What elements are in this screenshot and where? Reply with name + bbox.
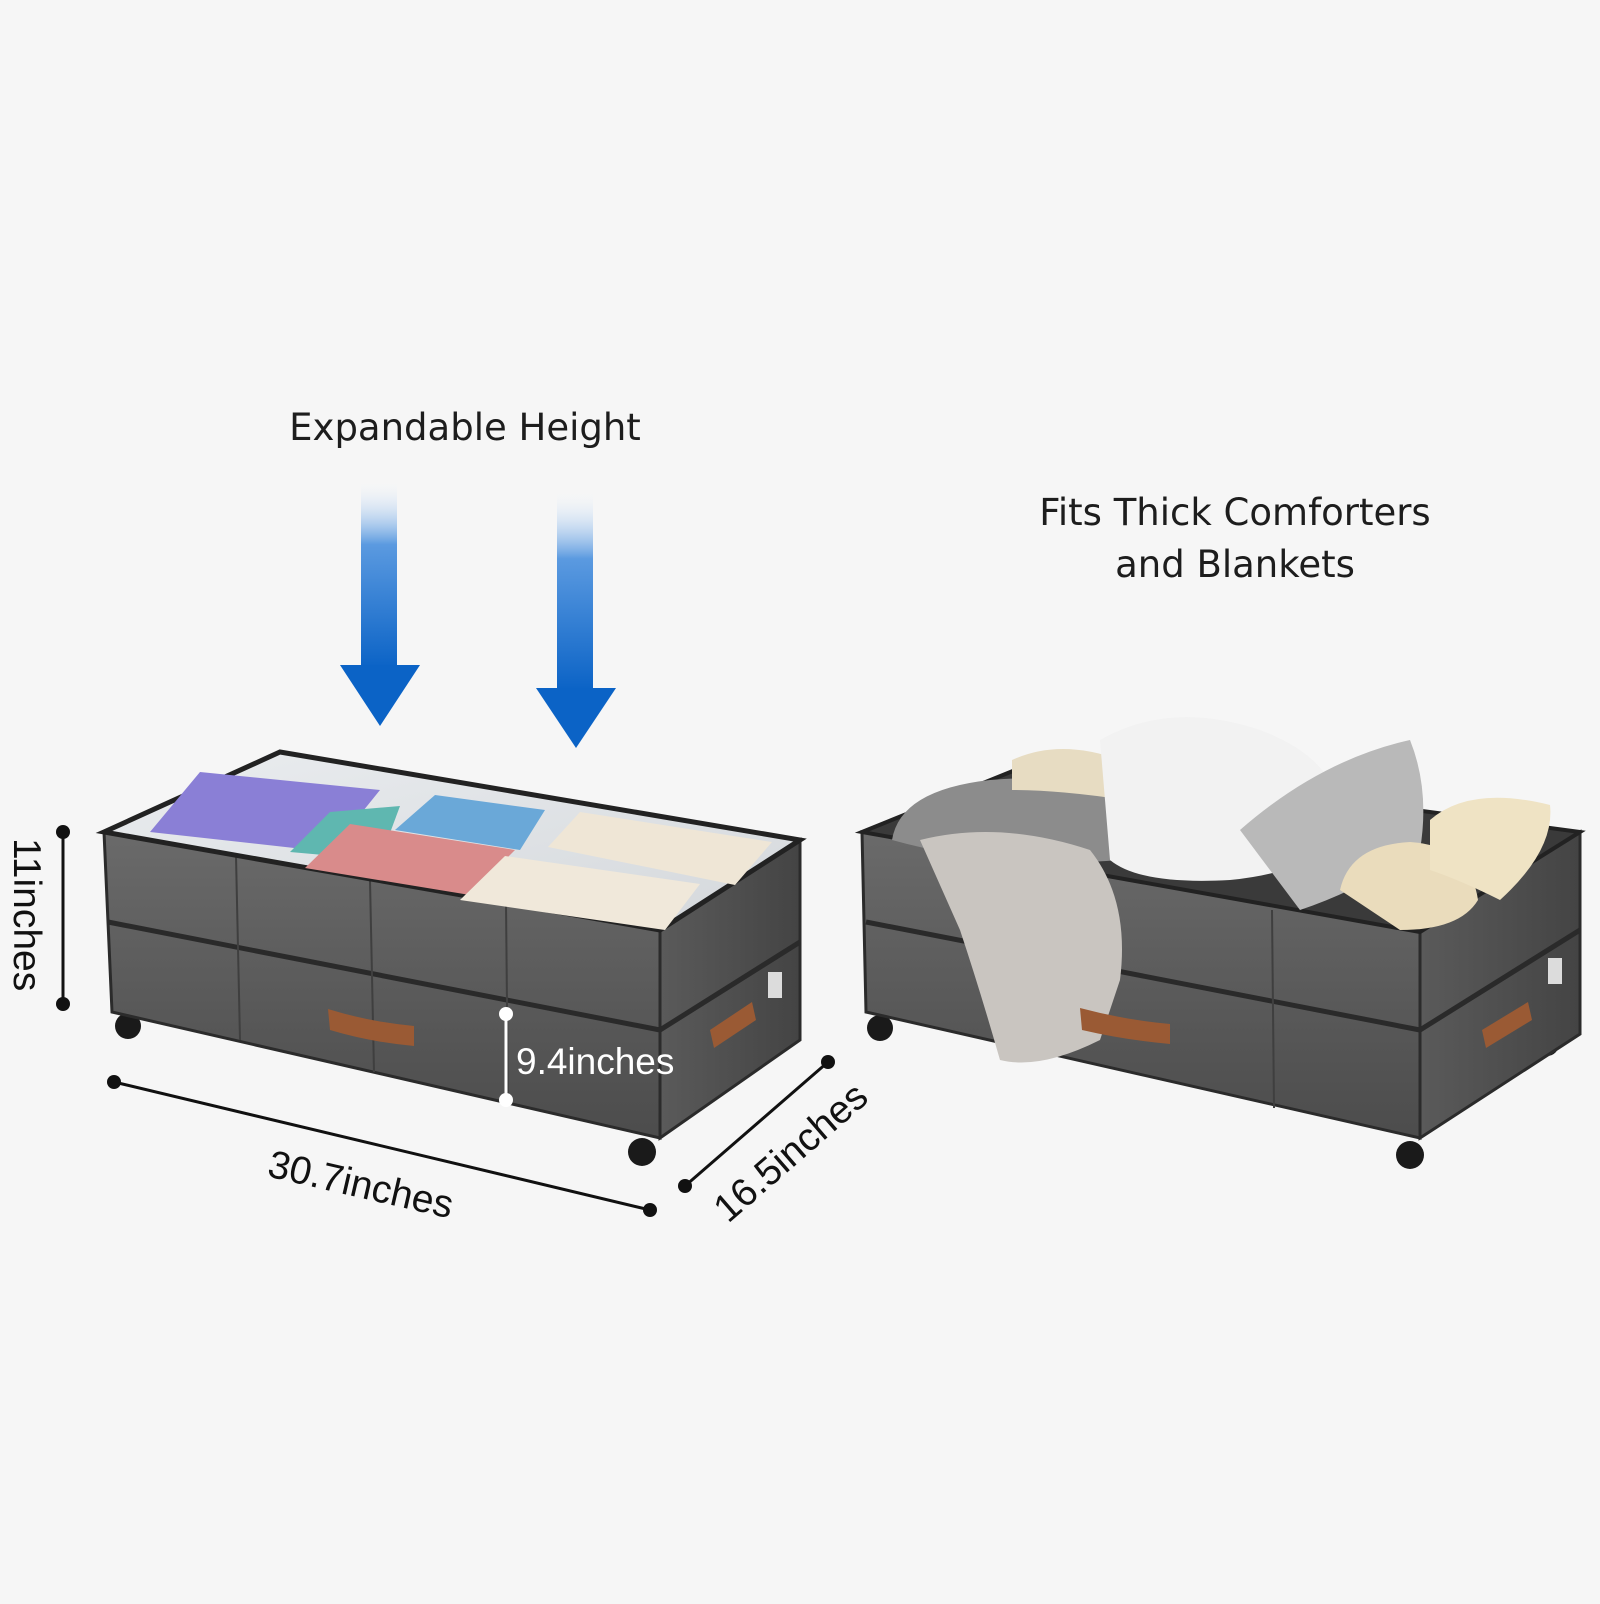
dimension-height-label: 11inches xyxy=(5,838,48,991)
storage-bin-right xyxy=(854,717,1586,1169)
dimension-inner-height: 9.4inches xyxy=(499,1007,674,1107)
caption-fits-line2: and Blankets xyxy=(1115,543,1355,586)
dimension-width-label: 16.5inches xyxy=(706,1075,877,1231)
dimension-inner-height-label: 9.4inches xyxy=(516,1041,674,1082)
caption-fits-comforters: Fits Thick Comforters and Blankets xyxy=(1000,487,1470,591)
dimension-length-label: 30.7inches xyxy=(264,1143,457,1227)
caption-fits-line1: Fits Thick Comforters xyxy=(1039,491,1431,534)
down-arrow-icon xyxy=(536,488,616,748)
dimension-height: 11inches xyxy=(5,825,70,1011)
down-arrow-icon xyxy=(340,478,420,726)
storage-bin-left xyxy=(95,749,807,1166)
caption-expandable-height: Expandable Height xyxy=(289,406,641,449)
